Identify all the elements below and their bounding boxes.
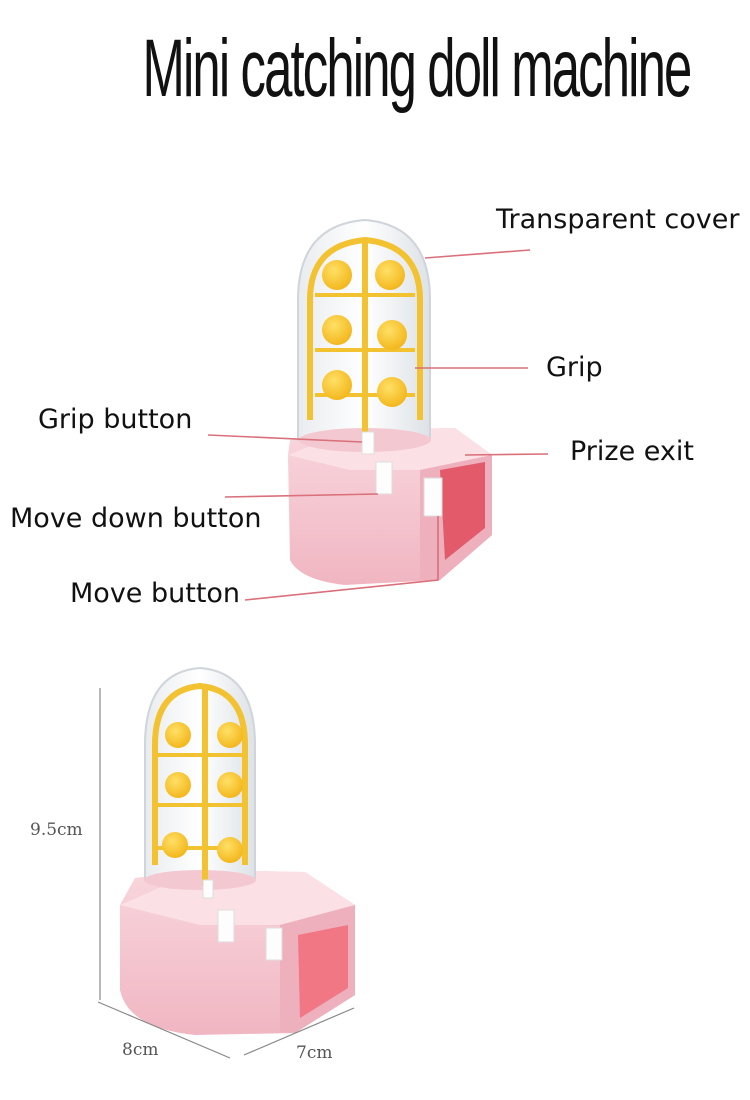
callout-move-down-button: Move down button [10,503,262,534]
callout-grip-button: Grip button [38,404,193,435]
machine-illustration-bottom [120,666,355,1035]
emoji-balls-top [322,260,407,407]
emoji-balls-bottom [162,722,243,863]
dimension-lines [97,688,355,1059]
dimension-length: 8cm [122,1040,159,1060]
callout-grip: Grip [546,352,603,383]
callout-transparent-cover: Transparent cover [496,204,740,235]
dimension-width: 7cm [296,1043,333,1063]
dimension-height: 9.5cm [30,820,83,840]
page-title: Mini catching doll machine [142,23,693,114]
callout-prize-exit: Prize exit [570,436,694,467]
callout-leader-lines [207,249,549,601]
machine-illustration-top [288,218,492,585]
callout-move-button: Move button [70,578,241,609]
